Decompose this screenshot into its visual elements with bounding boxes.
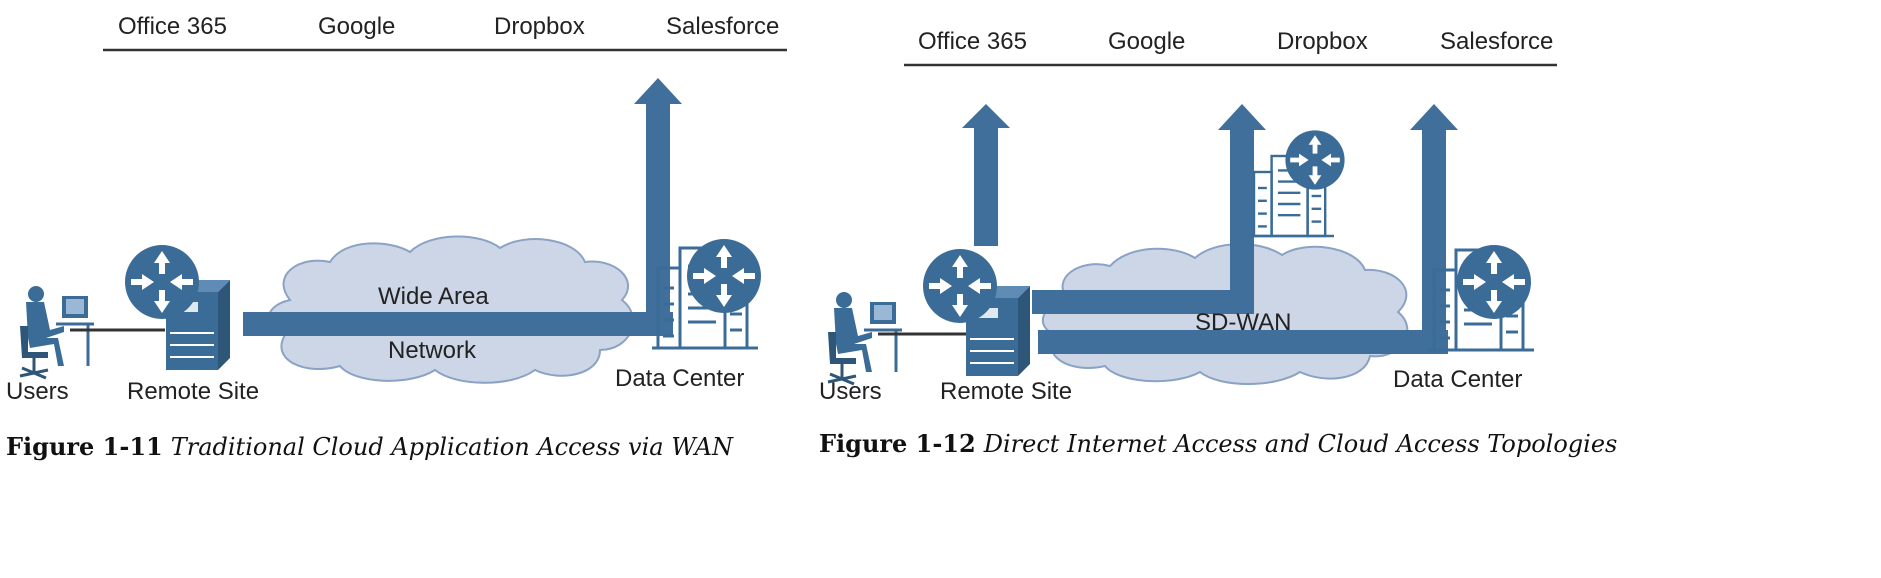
figure-1-12: Office 365 Google Dropbox Salesforce SD-… [819, 28, 1617, 458]
caption-text: Direct Internet Access and Cloud Access … [983, 430, 1618, 458]
sdwan-path-upper [1032, 290, 1254, 314]
caption-number: Figure 1-11 [6, 432, 163, 461]
dia-uplink [974, 126, 998, 246]
dia-arrowhead [962, 104, 1010, 128]
user-icon [826, 290, 904, 386]
service-office365: Office 365 [118, 13, 227, 40]
uplink-arrowhead [634, 78, 682, 104]
sdwan-label: SD-WAN [1195, 309, 1291, 336]
datacenter-arrowhead [1410, 104, 1458, 130]
wan-label-line1: Wide Area [378, 283, 489, 310]
service-dropbox: Dropbox [1277, 28, 1368, 55]
router-icon [687, 239, 761, 313]
service-dropbox: Dropbox [494, 13, 585, 40]
service-salesforce: Salesforce [666, 13, 779, 40]
figure-caption: Figure 1-11 Traditional Cloud Application… [6, 432, 734, 461]
router-icon [125, 245, 199, 319]
wan-path [243, 312, 673, 336]
remote-site-label: Remote Site [127, 378, 259, 405]
router-icon [1457, 245, 1531, 319]
wan-label-line2: Network [388, 337, 477, 364]
users-label: Users [6, 378, 69, 405]
service-google: Google [1108, 28, 1185, 55]
user-icon [18, 284, 96, 380]
service-google: Google [318, 13, 395, 40]
service-salesforce: Salesforce [1440, 28, 1553, 55]
service-office365: Office 365 [918, 28, 1027, 55]
data-center-label: Data Center [1393, 366, 1522, 393]
caption-text: Traditional Cloud Application Access via… [171, 433, 734, 461]
colo-arrowhead [1218, 104, 1266, 130]
router-icon [1285, 130, 1345, 190]
data-center-label: Data Center [615, 365, 744, 392]
router-icon [923, 249, 997, 323]
colo-uplink [1230, 128, 1254, 314]
users-label: Users [819, 378, 882, 405]
figure-1-11: Office 365 Google Dropbox Salesforce Wid… [6, 13, 787, 461]
sdwan-path-lower [1038, 330, 1448, 354]
remote-site-label: Remote Site [940, 378, 1072, 405]
caption-number: Figure 1-12 [819, 429, 976, 458]
